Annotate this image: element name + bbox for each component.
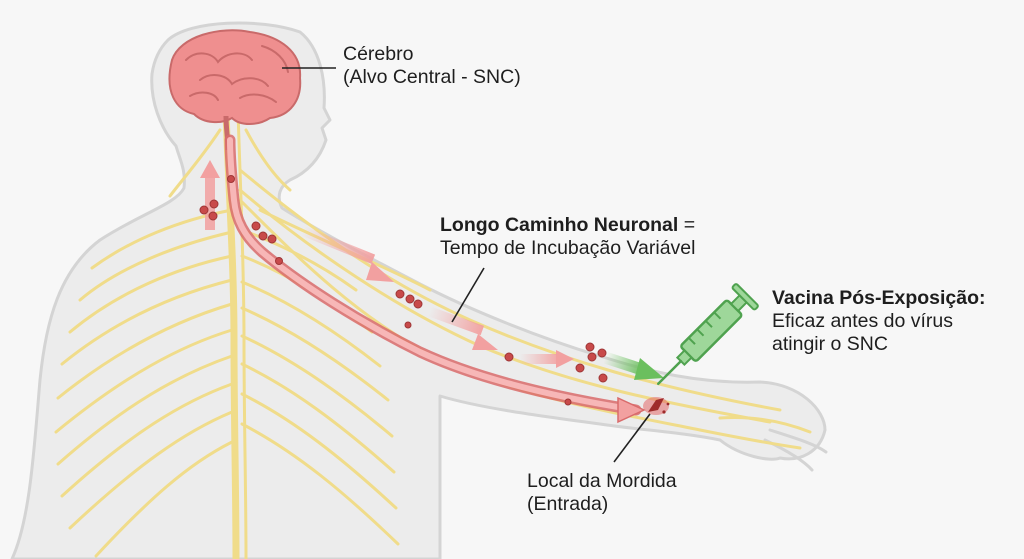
pathway-label: Longo Caminho Neuronal = Tempo de Incuba… [440,214,695,260]
arrow-icon [634,358,664,380]
brain-label-subtitle: (Alvo Central - SNC) [343,66,521,88]
brain-icon [168,29,302,151]
brain-label-title: Cérebro [343,43,414,65]
pathway-leader-line [451,267,485,323]
bite-label-subtitle: (Entrada) [527,493,609,515]
pathway-label-title: Longo Caminho Neuronal [440,214,679,236]
bite-leader-line [613,413,651,463]
arrow-icon [472,334,498,350]
brain-label: Cérebro (Alvo Central - SNC) [343,43,521,89]
vaccine-label-line3: atingir o SNC [772,333,888,355]
vaccine-label-title: Vacina Pós-Exposição: [772,287,986,309]
virus-particles [199,175,608,406]
vaccine-label: Vacina Pós-Exposição: Eficaz antes do ví… [772,287,986,356]
vaccine-label-line2: Eficaz antes do vírus [772,310,954,332]
syringe-icon [657,283,759,385]
bite-label-title: Local da Mordida [527,470,677,492]
viral-ascent-path [224,134,646,424]
bite-label: Local da Mordida (Entrada) [527,470,677,516]
arrow-icon [556,350,574,368]
intercostal-nerves-left [54,208,234,558]
body-silhouette [10,21,828,559]
pathway-label-equals: = [678,214,696,236]
vaccine-action-arrow [603,351,664,380]
bite-wound-icon [643,397,670,415]
pathway-label-subtitle: Tempo de Incubação Variável [440,237,696,259]
arrow-icon [366,262,394,282]
arrow-icon [200,160,220,178]
direction-arrows [300,226,574,368]
leader-lines [282,67,651,463]
arrow-icon [617,396,646,424]
